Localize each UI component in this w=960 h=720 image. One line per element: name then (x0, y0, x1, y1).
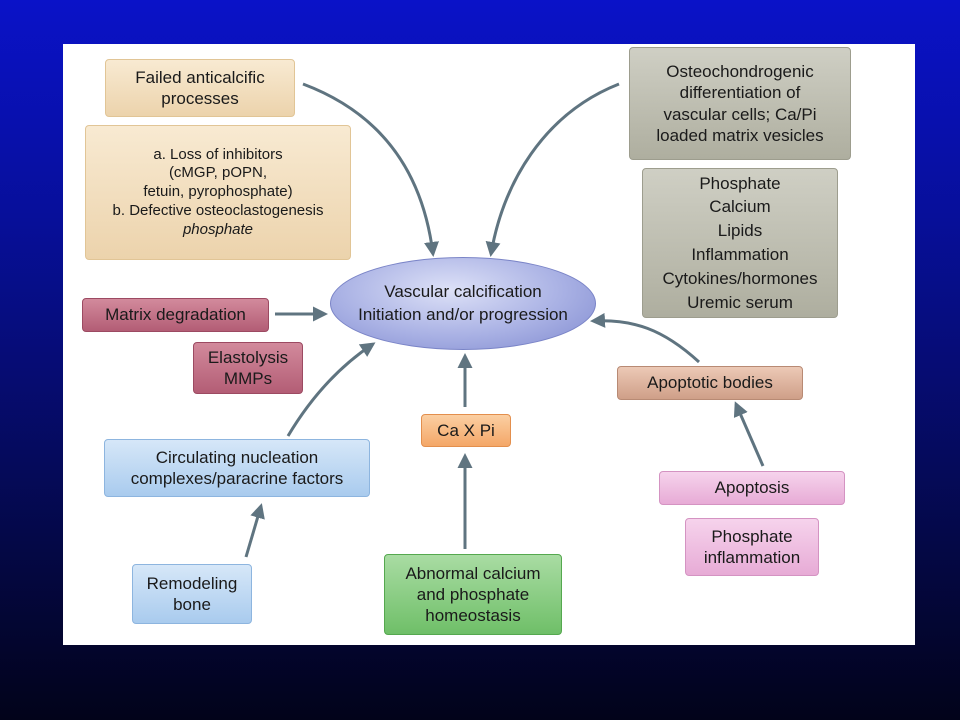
arrow-apoptotic-to-center (590, 312, 701, 364)
arrow-failed-to-center (302, 82, 439, 257)
failed-anticalcific-text: Failed anticalcific processes (135, 67, 265, 108)
failed-anticalcific-box: Failed anticalcific processes (105, 59, 295, 117)
diagram-panel: Failed anticalcific processes a. Loss of… (63, 44, 915, 645)
inhibitors-italic-text: phosphate (182, 220, 254, 238)
elastolysis-box: Elastolysis MMPs (193, 342, 303, 394)
apoptotic-bodies-text: Apoptotic bodies (647, 373, 773, 393)
osteochondrogenic-text: Osteochondrogenic differentiation of vas… (656, 62, 824, 145)
arrow-remodeling-to-circulating (244, 503, 265, 558)
circulating-text: Circulating nucleation complexes/paracri… (130, 447, 344, 488)
abnormal-calcium-text: Abnormal calcium and phosphate homeostas… (405, 563, 541, 626)
phosphate-inflammation-text: Phosphate inflammation (703, 526, 801, 567)
apoptosis-text: Apoptosis (714, 478, 790, 498)
elastolysis-text: Elastolysis MMPs (207, 347, 289, 388)
center-line2: Initiation and/or progression (358, 304, 568, 324)
arrow-circulating-to-center (286, 342, 376, 437)
phosphate-inflammation-box: Phosphate inflammation (685, 518, 819, 576)
matrix-degradation-text: Matrix degradation (105, 305, 246, 325)
osteochondrogenic-box: Osteochondrogenic differentiation of vas… (629, 47, 851, 160)
ca-x-pi-box: Ca X Pi (421, 414, 511, 447)
arrow-osteo-to-center (485, 82, 620, 257)
ca-x-pi-text: Ca X Pi (437, 420, 495, 440)
apoptotic-bodies-box: Apoptotic bodies (617, 366, 803, 400)
inhibitors-text: a. Loss of inhibitors (cMGP, pOPN, fetui… (112, 145, 324, 219)
arrows-layer (244, 82, 765, 558)
apoptosis-box: Apoptosis (659, 471, 845, 505)
circulating-box: Circulating nucleation complexes/paracri… (104, 439, 370, 497)
factors-text: Phosphate Calcium Lipids Inflammation Cy… (662, 173, 818, 312)
matrix-degradation-box: Matrix degradation (82, 298, 269, 332)
vascular-calcification-ellipse: Vascular calcification Initiation and/or… (330, 257, 596, 350)
remodeling-bone-text: Remodeling bone (146, 573, 238, 614)
remodeling-bone-box: Remodeling bone (132, 564, 252, 624)
factors-box: Phosphate Calcium Lipids Inflammation Cy… (642, 168, 838, 318)
inhibitors-box: a. Loss of inhibitors (cMGP, pOPN, fetui… (85, 125, 351, 260)
arrow-apoptosis-to-apoptotic (733, 401, 765, 467)
abnormal-calcium-box: Abnormal calcium and phosphate homeostas… (384, 554, 562, 635)
center-line1: Vascular calcification (384, 282, 542, 302)
